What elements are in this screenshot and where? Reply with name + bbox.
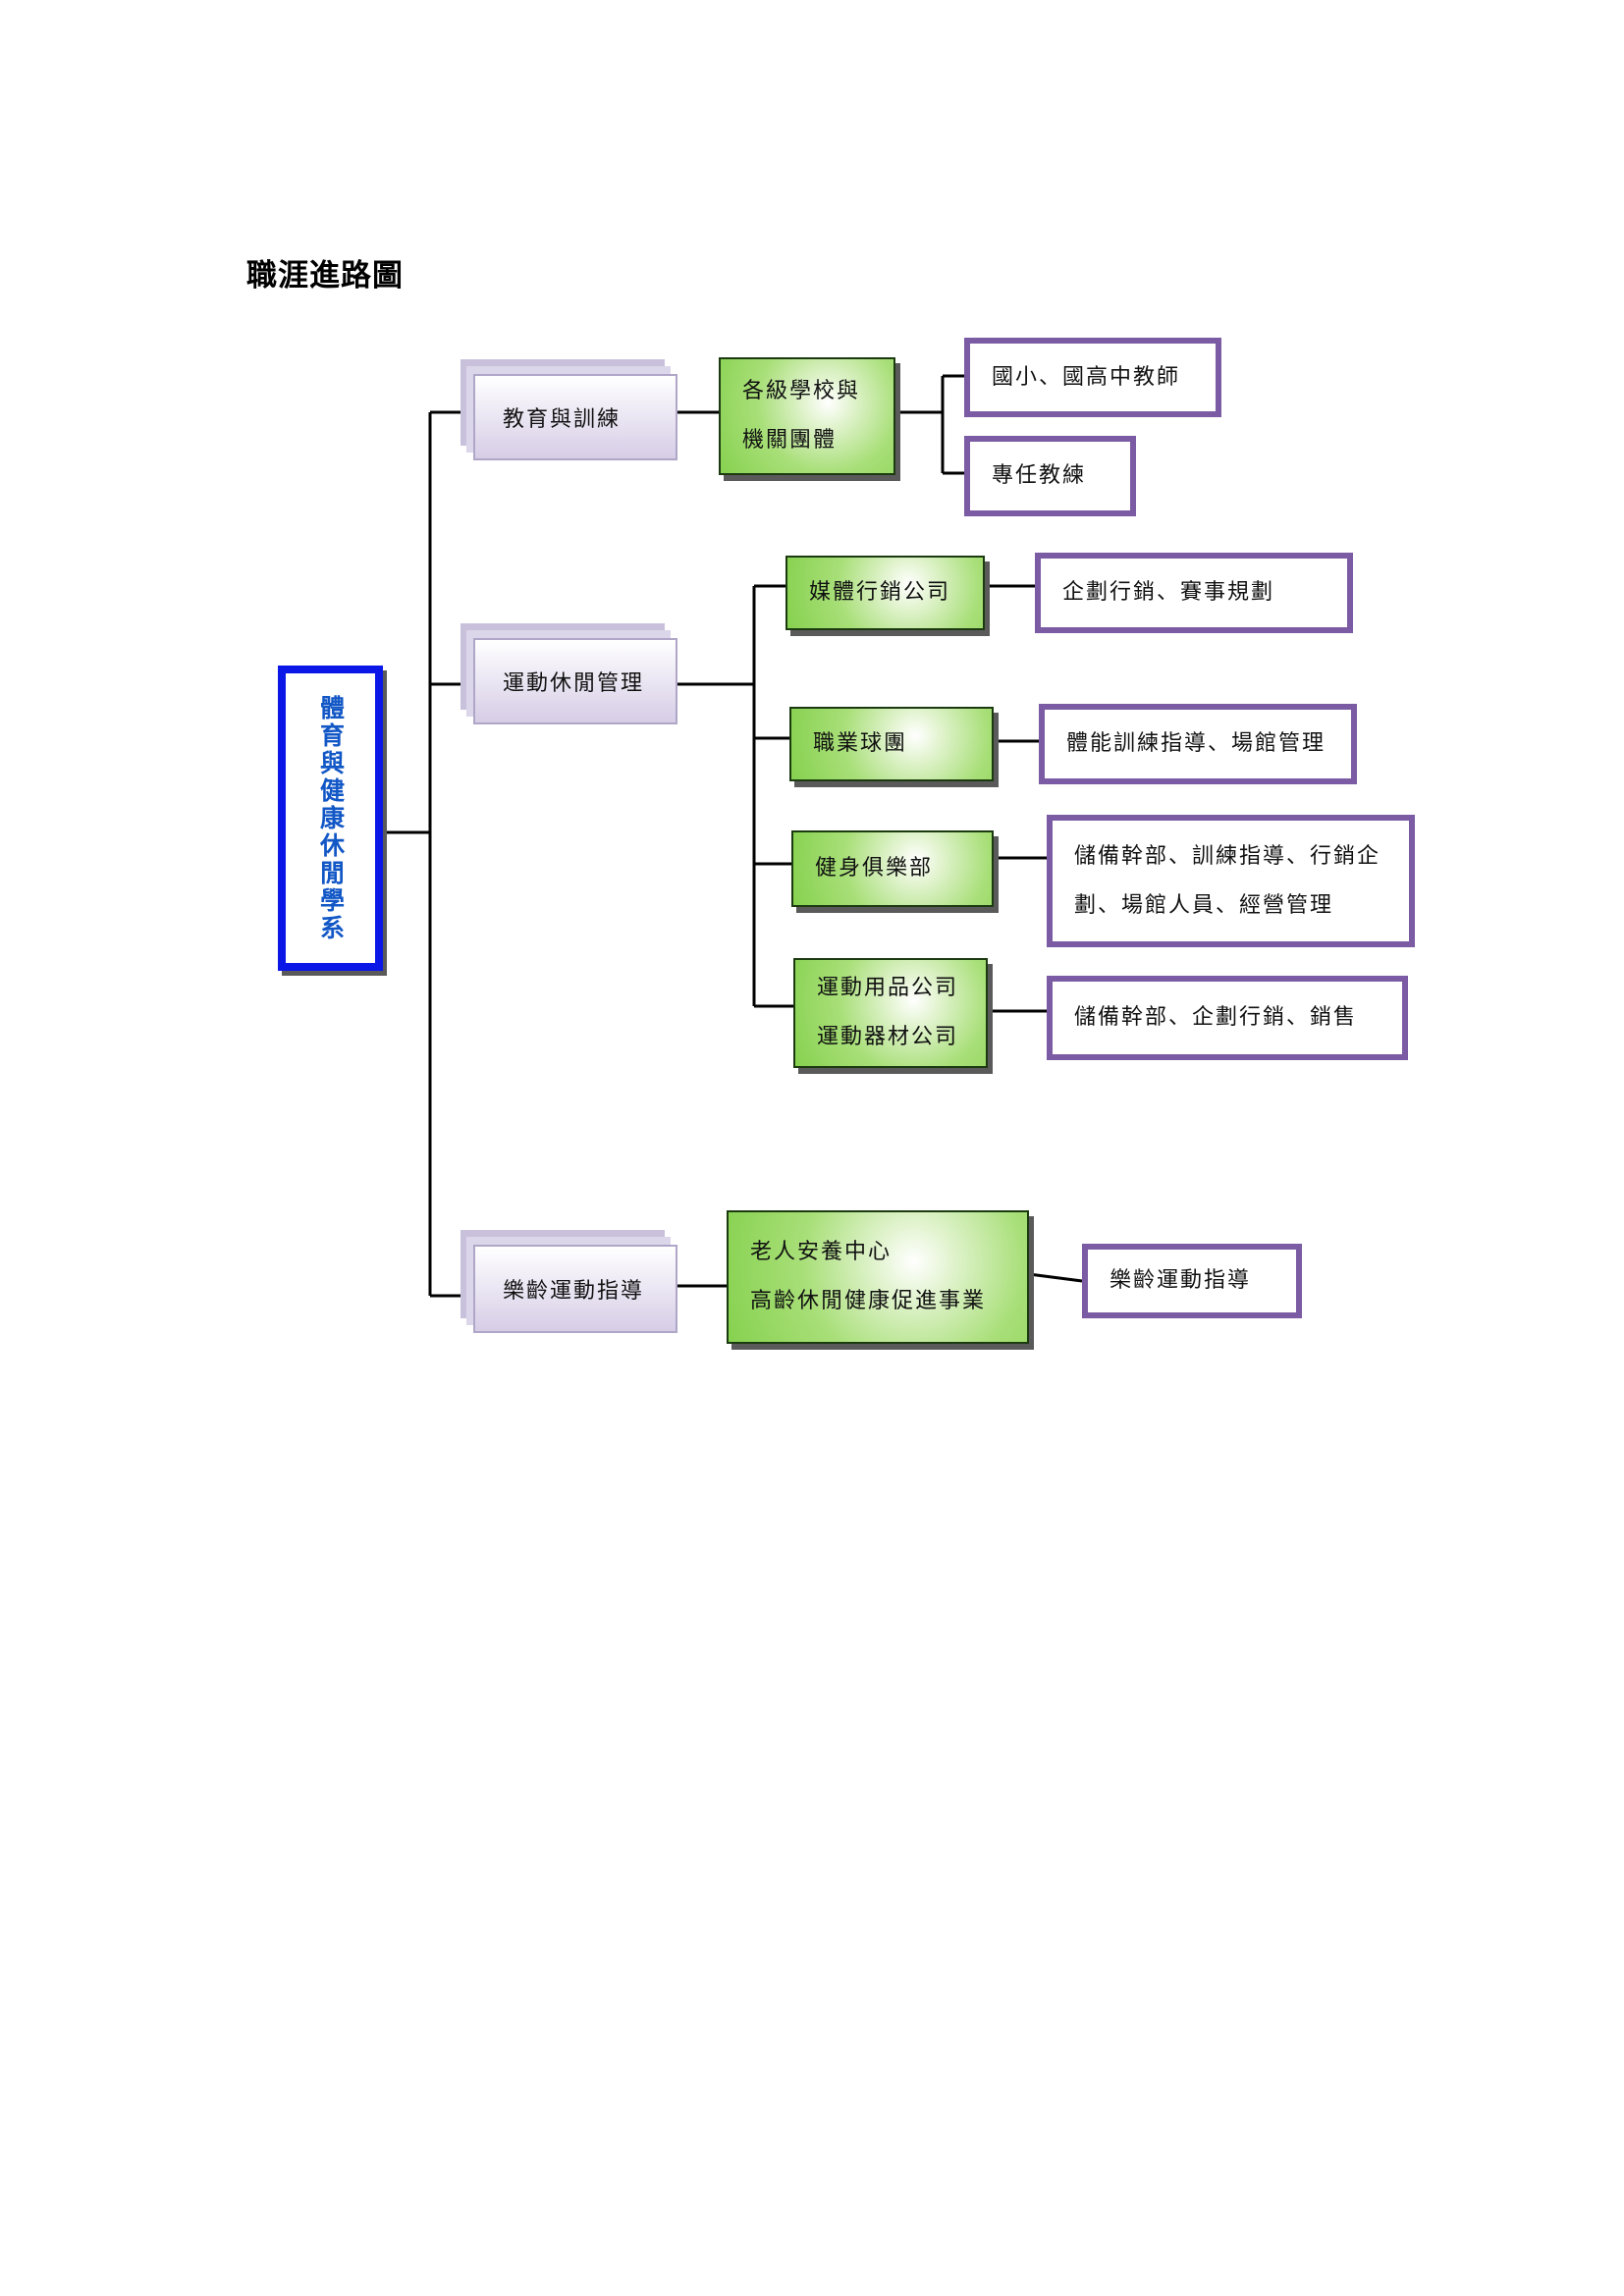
sector-media-marketing: 媒體行銷公司 [785,556,985,630]
sector-line: 各級學校與 [742,379,861,403]
sector-sporting-goods: 運動用品公司 運動器材公司 [793,958,988,1068]
sector-line: 運動用品公司 [817,976,959,1000]
sector-line: 運動器材公司 [817,1025,959,1049]
page-title: 職涯進路圖 [246,258,404,294]
job-full-time-coach: 專任教練 [964,436,1136,516]
sector-line: 機關團體 [742,428,838,453]
category-label: 教育與訓練 [503,407,622,432]
sector-senior-care: 老人安養中心 高齡休閒健康促進事業 [727,1210,1029,1344]
sector-line: 高齡休閒健康促進事業 [750,1289,987,1313]
sector-line: 媒體行銷公司 [809,580,951,605]
sector-line: 健身俱樂部 [815,856,934,881]
sector-line: 職業球團 [813,731,908,756]
job-planning-marketing: 企劃行銷、賽事規劃 [1035,553,1353,633]
category-senior-exercise-guidance: 樂齡運動指導 [473,1245,677,1333]
sector-line: 老人安養中心 [750,1240,893,1264]
job-senior-exercise-guidance: 樂齡運動指導 [1082,1244,1302,1318]
category-sport-leisure-management: 運動休閒管理 [473,638,677,724]
job-line: 企劃行銷、賽事規劃 [1062,580,1275,605]
root-department-box: 體育與健康休閒學系 [278,666,383,971]
connector-senior-job [1028,1272,1083,1283]
job-line: 儲備幹部、訓練指導、行銷企 [1074,843,1381,869]
job-teachers: 國小、國高中教師 [964,338,1221,417]
root-department-label: 體育與健康休閒學系 [316,694,346,942]
sector-schools-institutions: 各級學校與 機關團體 [719,357,895,475]
job-line: 劃、場館人員、經營管理 [1074,892,1334,918]
category-education-training: 教育與訓練 [473,374,677,460]
job-line: 儲備幹部、企劃行銷、銷售 [1074,1005,1358,1030]
job-club-roles: 儲備幹部、訓練指導、行銷企 劃、場館人員、經營管理 [1047,815,1415,947]
category-label: 運動休閒管理 [503,671,645,696]
job-line: 專任教練 [992,463,1087,488]
sector-pro-sports-team: 職業球團 [789,707,994,781]
job-sales-roles: 儲備幹部、企劃行銷、銷售 [1047,976,1408,1060]
job-line: 體能訓練指導、場館管理 [1066,731,1326,756]
job-line: 樂齡運動指導 [1110,1268,1252,1293]
category-label: 樂齡運動指導 [503,1279,645,1304]
job-line: 國小、國高中教師 [992,364,1181,390]
job-fitness-training: 體能訓練指導、場館管理 [1039,704,1357,784]
sector-fitness-club: 健身俱樂部 [791,830,994,907]
